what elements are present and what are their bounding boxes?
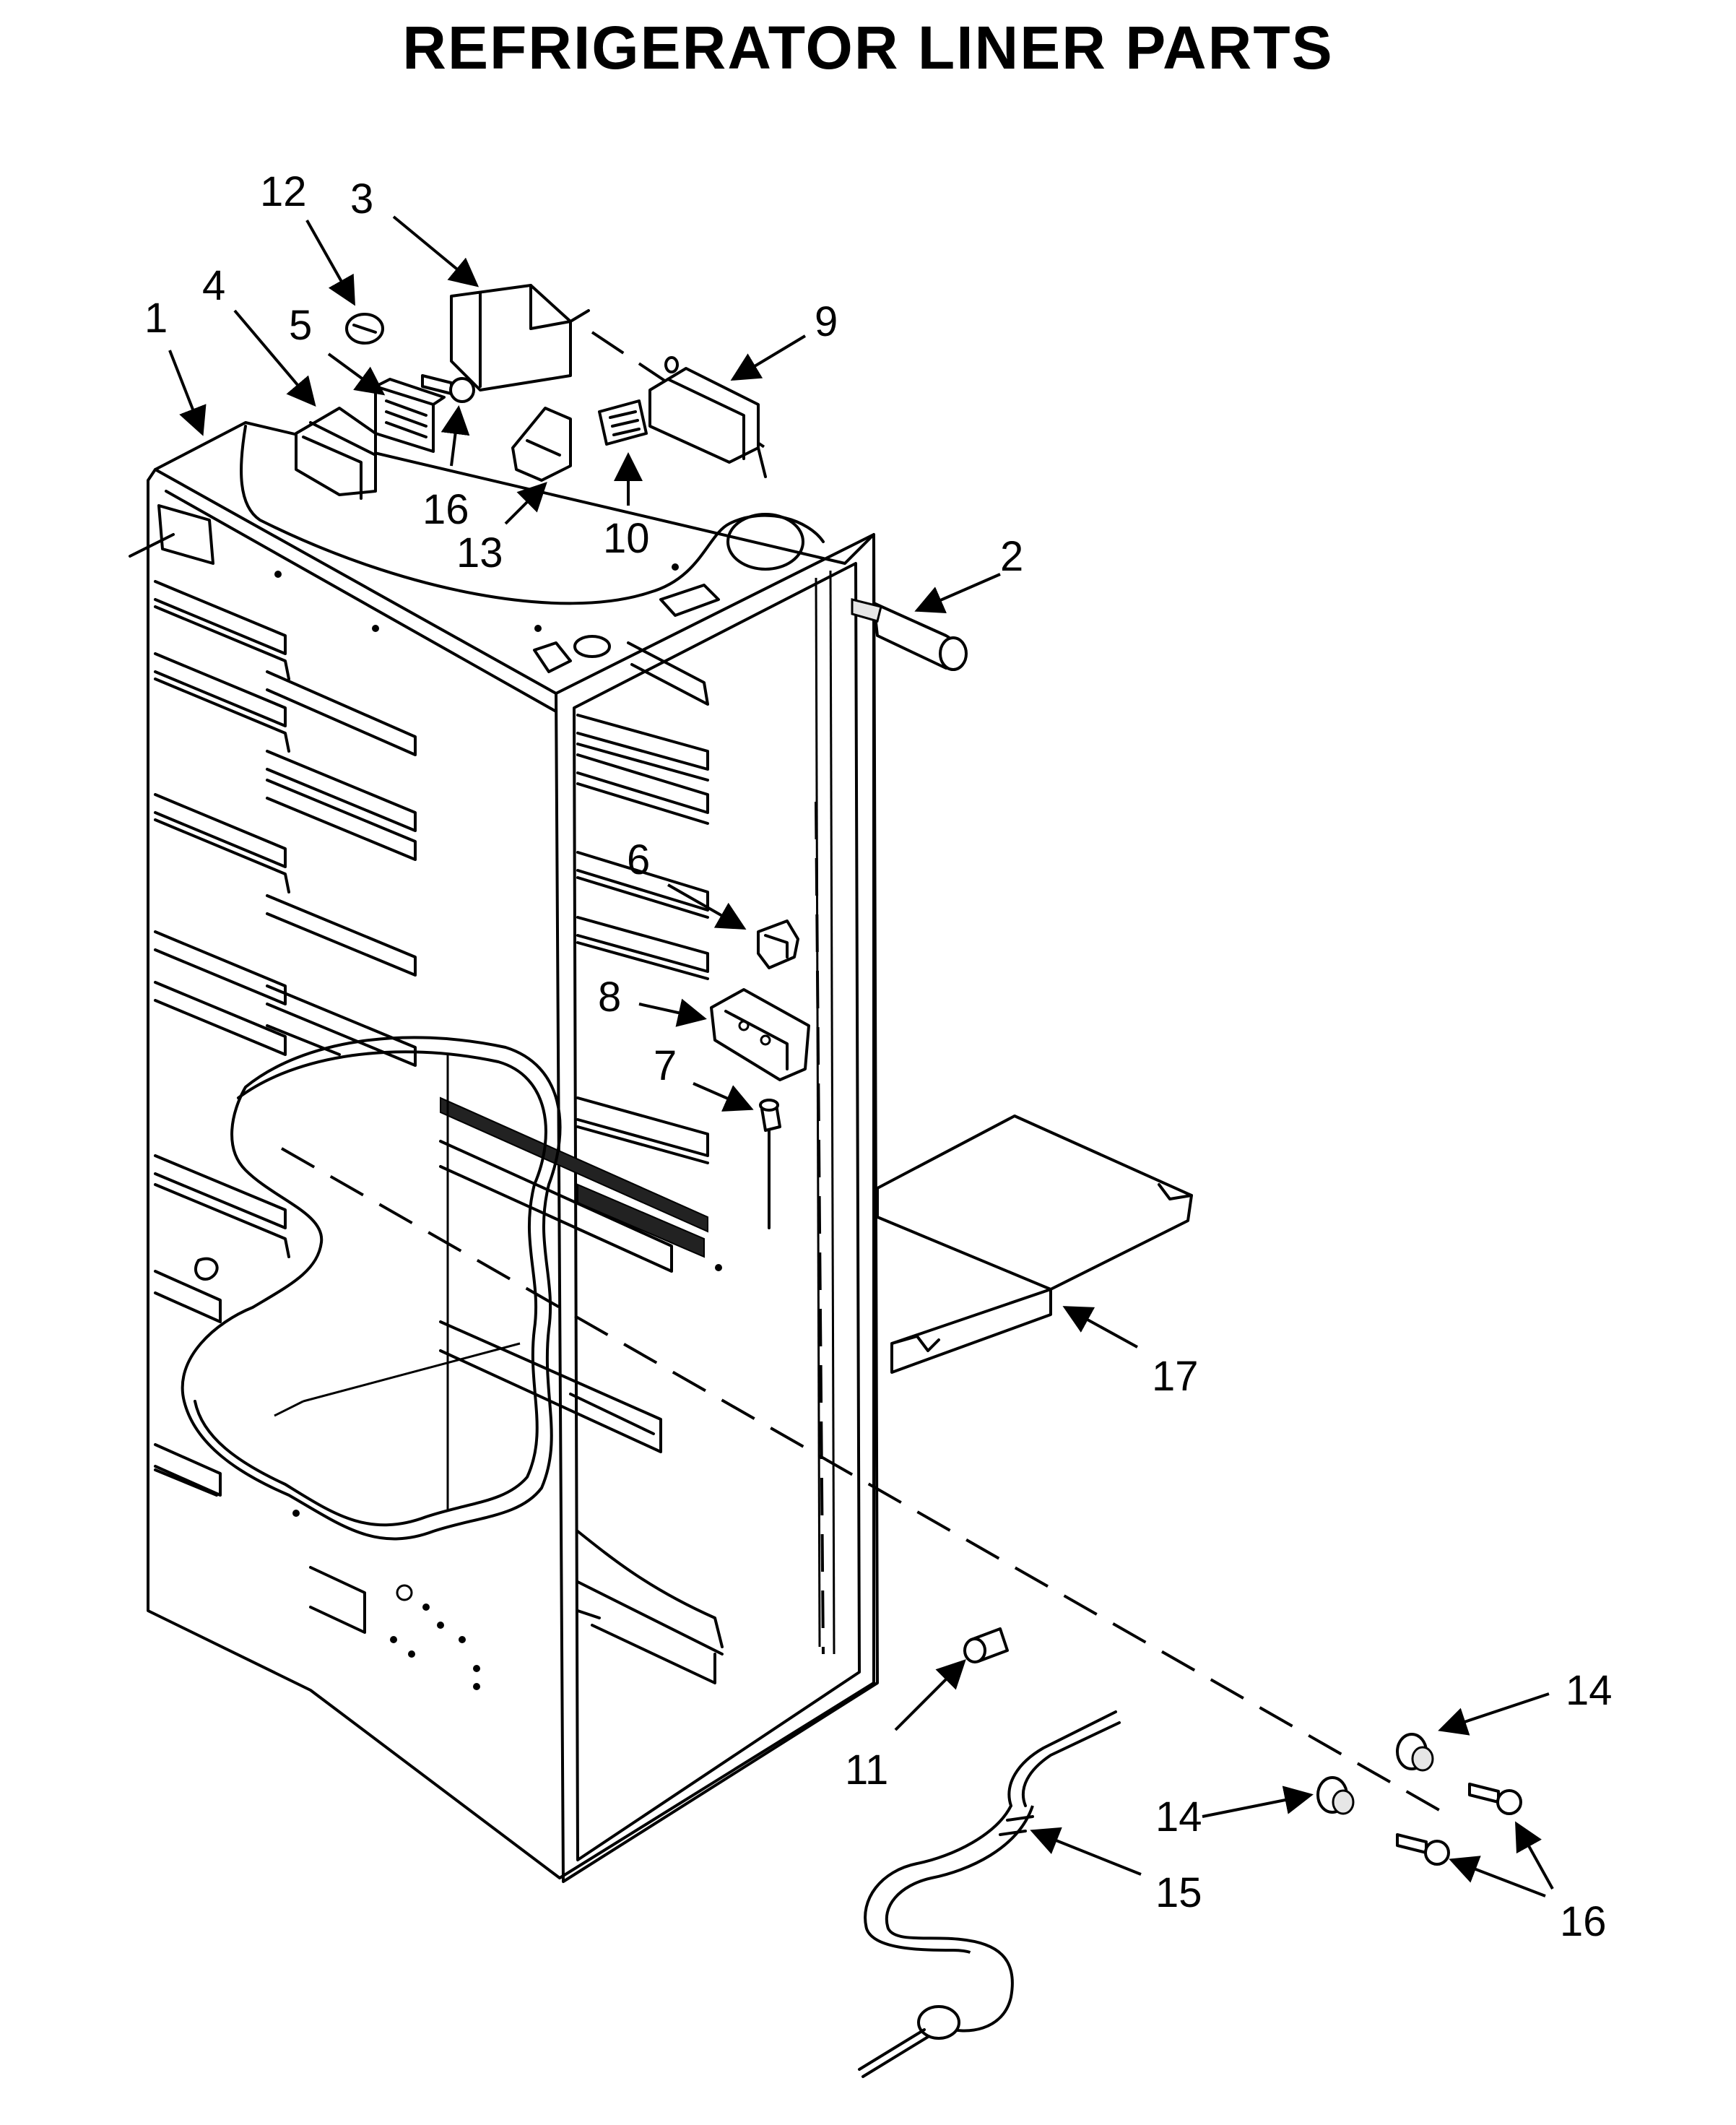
callout-labels: 1 2 3 4 5 6 7 8 9 10 11 12 13 14 14 15 1… — [144, 168, 1613, 1945]
callout-13: 13 — [456, 529, 503, 576]
part-3-bracket — [450, 284, 590, 391]
callout-9: 9 — [815, 298, 838, 345]
liner-1 — [129, 421, 879, 1883]
part-12-knob — [345, 313, 384, 345]
callout-12: 12 — [260, 168, 307, 215]
callout-arrows — [168, 215, 1554, 1897]
left-shelf-rails — [154, 580, 417, 1634]
callout-6: 6 — [627, 836, 650, 883]
callout-3: 3 — [350, 176, 373, 222]
callout-11: 11 — [845, 1747, 888, 1793]
callout-2: 2 — [1000, 533, 1023, 580]
callout-7: 7 — [654, 1042, 677, 1089]
callout-14-upper: 14 — [1566, 1667, 1613, 1714]
part-16-screw-left — [1396, 1833, 1450, 1866]
part-9-bracket — [648, 356, 767, 478]
part-6-clip — [757, 919, 799, 969]
part-5-board — [374, 378, 446, 453]
callout-4: 4 — [202, 262, 225, 309]
part-8-lamp-housing — [710, 988, 810, 1081]
right-shelf-rails — [576, 641, 709, 1164]
part-16-screw-upper — [421, 374, 475, 403]
assembly-line-main — [281, 1147, 1445, 1814]
part-4-housing — [295, 407, 377, 500]
part-11-plug — [963, 1627, 1009, 1663]
part-13-cover — [511, 407, 572, 482]
page-title: REFRIGERATOR LINER PARTS — [402, 14, 1334, 82]
assembly-line-right — [815, 801, 825, 1655]
part-10-filter — [598, 399, 648, 446]
part-16-screw-right — [1468, 1783, 1522, 1815]
callout-16-lower: 16 — [1560, 1898, 1607, 1945]
callout-14-lower: 14 — [1155, 1793, 1202, 1840]
part-2-tube — [851, 598, 968, 671]
callout-8: 8 — [598, 974, 621, 1021]
part-17-panel — [876, 1115, 1193, 1374]
part-15-tube — [858, 1710, 1121, 2078]
callout-16-upper: 16 — [422, 486, 469, 533]
callout-15: 15 — [1155, 1869, 1202, 1916]
callout-17: 17 — [1152, 1353, 1199, 1400]
part-7-sensor — [759, 1099, 781, 1229]
callout-10: 10 — [603, 515, 650, 562]
part-14-grommet-lower — [1316, 1776, 1355, 1815]
callout-1: 1 — [144, 295, 168, 342]
part-14-grommet-upper — [1396, 1733, 1434, 1772]
callout-5: 5 — [289, 302, 312, 349]
